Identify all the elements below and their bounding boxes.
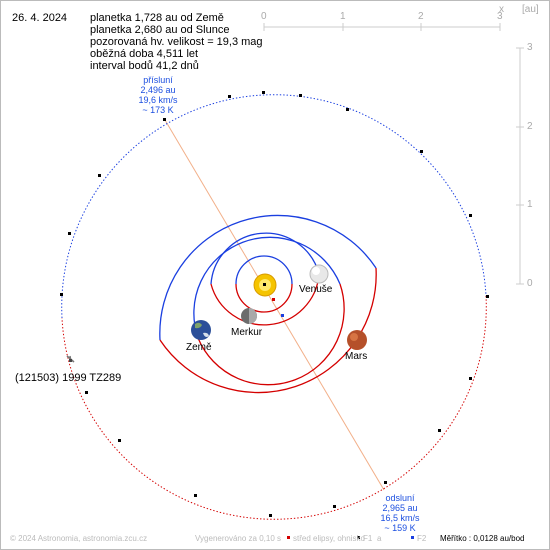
- x-tick-label: 0: [261, 11, 267, 22]
- info-line: pozorovaná hv. velikost = 19,3 mag: [90, 36, 263, 48]
- apsis-line: [164, 119, 385, 491]
- mercury-orbit: [235, 255, 293, 313]
- y-tick-label: 0: [527, 278, 533, 289]
- legend-a-text: a: [377, 534, 382, 543]
- earth-orbit: [193, 236, 345, 386]
- legend-center-text: střed elipsy, ohnisko: [293, 534, 365, 543]
- asteroid-orbit-points: [60, 91, 489, 517]
- perihelion-distance: 2,496 au: [140, 85, 176, 95]
- asteroid-label: (121503) 1999 TZ289: [15, 372, 122, 384]
- y-scale-axis: [516, 47, 524, 285]
- aphelion-label: odsluní 2,965 au 16,5 km/s ~ 159 K: [370, 493, 430, 533]
- x-tick-label: 1: [340, 11, 346, 22]
- x-tick-label: 2: [418, 11, 424, 22]
- mars-icon: [347, 330, 367, 350]
- y-tick-label: 2: [527, 121, 533, 132]
- unit-label: [au]: [522, 4, 539, 15]
- date-label: 26. 4. 2024: [12, 12, 68, 24]
- scale-label: Měřítko : 0,0128 au/bod: [440, 534, 525, 543]
- aphelion-speed: 16,5 km/s: [380, 513, 420, 523]
- earth-label: Země: [186, 342, 212, 353]
- info-line: planetka 1,728 au od Země: [90, 12, 224, 24]
- y-tick-label: 1: [527, 199, 533, 210]
- mercury-label: Merkur: [231, 327, 263, 338]
- earth-icon: [191, 320, 211, 340]
- focus-f2-marker: [281, 314, 284, 317]
- generation-time: Vygenerováno za 0,10 s: [195, 534, 281, 543]
- perihelion-temperature: ~ 173 K: [142, 105, 174, 115]
- perihelion-title: přísluní: [143, 75, 173, 85]
- mars-label: Mars: [345, 351, 368, 362]
- venus-label: Venuše: [299, 284, 333, 295]
- legend-f1-text: F1: [363, 534, 373, 543]
- legend-f2-marker: [411, 536, 414, 539]
- aphelion-distance: 2,965 au: [382, 503, 418, 513]
- mercury-icon: [241, 308, 257, 324]
- info-line: interval bodů 41,2 dnů: [90, 60, 199, 72]
- y-tick-label: 3: [527, 42, 533, 53]
- legend-f2-text: F2: [417, 534, 427, 543]
- sun-icon: [253, 273, 277, 297]
- venus-icon: [309, 264, 329, 284]
- x-axis-name: x: [499, 4, 504, 15]
- venus-orbit: [210, 232, 320, 326]
- x-scale-axis: [263, 23, 501, 31]
- legend-center-marker: [287, 536, 290, 539]
- asteroid-orbit: [61, 94, 487, 520]
- info-line: oběžná doba 4,511 let: [90, 48, 199, 60]
- info-line: planetka 2,680 au od Slunce: [90, 24, 230, 36]
- perihelion-speed: 19,6 km/s: [138, 95, 178, 105]
- legend-f1-marker: [357, 536, 360, 539]
- copyright-label: © 2024 Astronomia, astronomia.zcu.cz: [10, 534, 148, 543]
- asteroid-icon: [66, 355, 75, 363]
- mars-orbit: [159, 214, 377, 394]
- perihelion-label: přísluní 2,496 au 19,6 km/s ~ 173 K: [128, 75, 188, 115]
- ellipse-center-marker: [272, 298, 275, 301]
- aphelion-temperature: ~ 159 K: [384, 523, 416, 533]
- aphelion-title: odsluní: [385, 493, 415, 503]
- x-tick-label: 3: [497, 11, 503, 22]
